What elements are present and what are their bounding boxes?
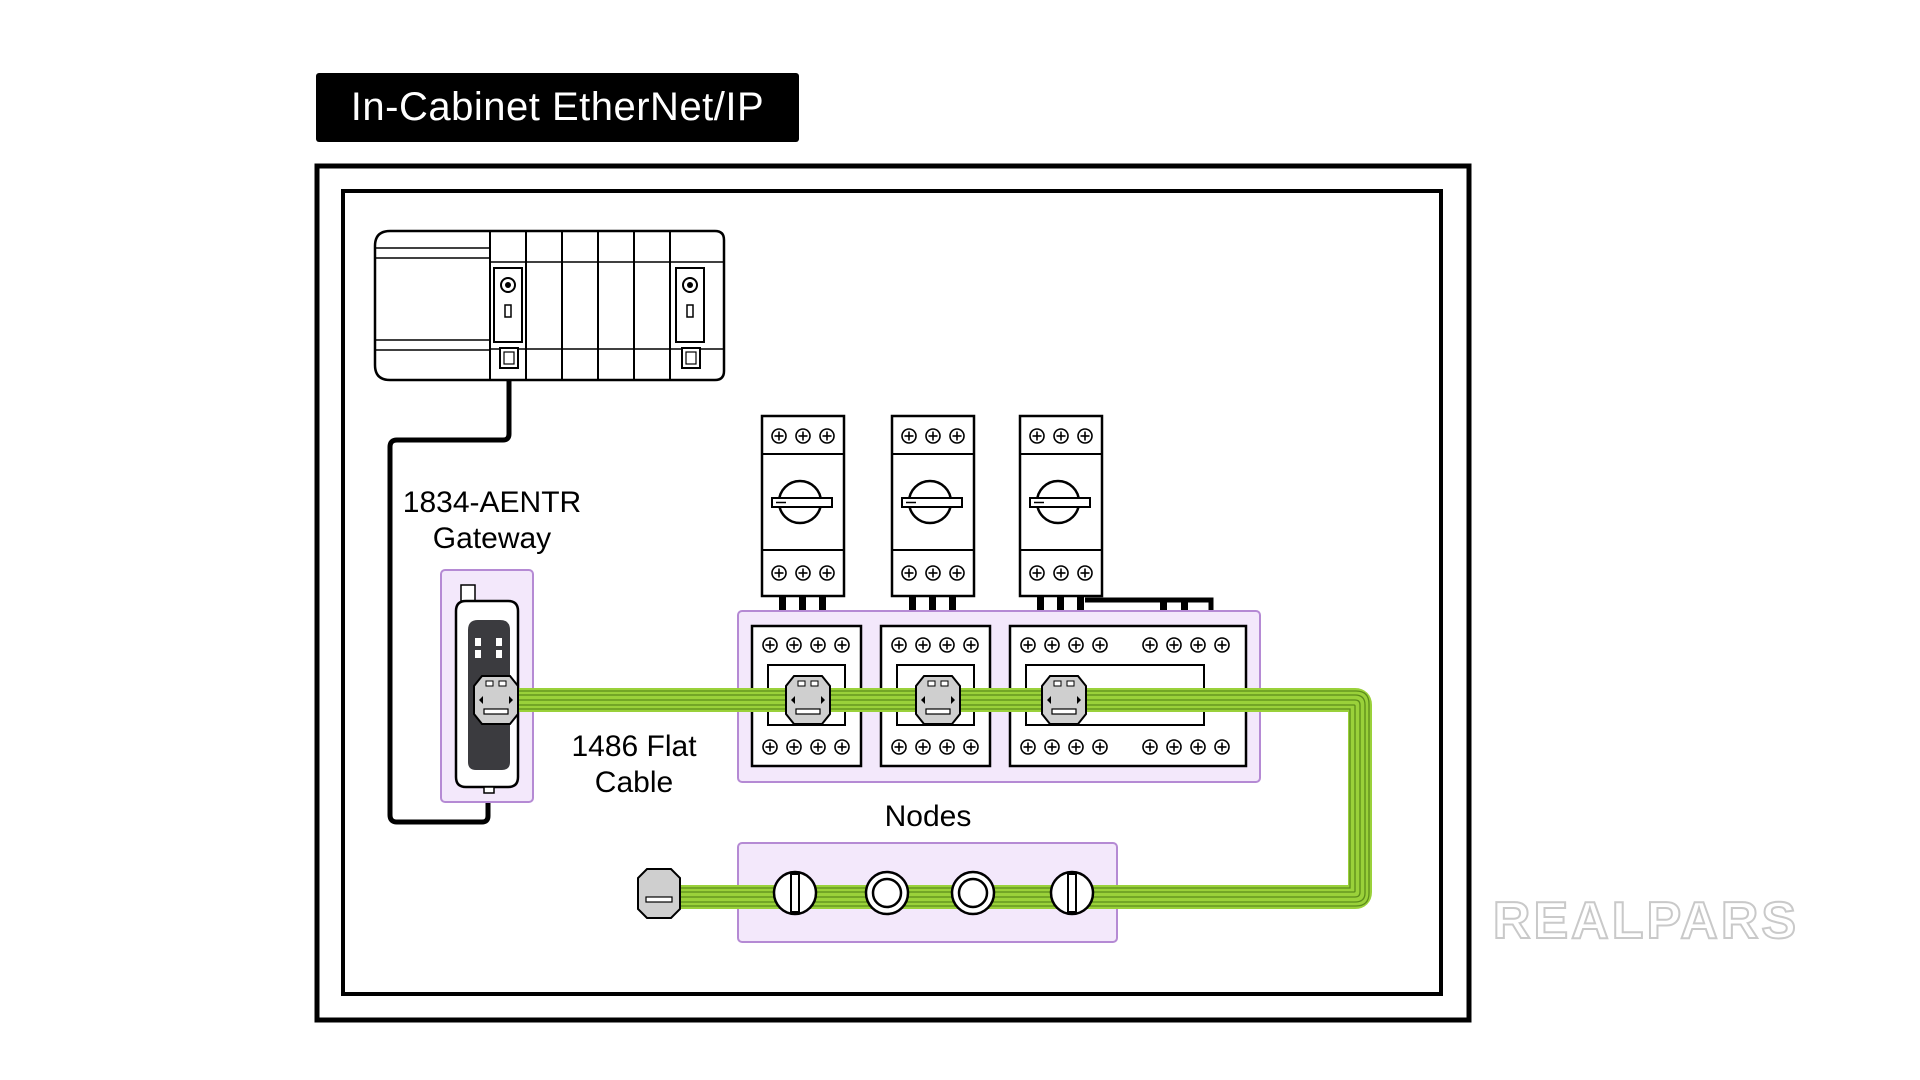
gateway-label-line2: Gateway xyxy=(433,522,551,555)
watermark-logo: REALPARS xyxy=(1493,892,1799,950)
selector-switch-1 xyxy=(772,870,818,916)
ethernet-cable xyxy=(387,380,512,825)
tap-connector-node-2 xyxy=(915,675,961,725)
motor-starter-2 xyxy=(892,416,974,620)
page-title: In-Cabinet EtherNet/IP xyxy=(350,85,765,129)
selector-switch-2 xyxy=(1049,870,1095,916)
cable-label-line2: Cable xyxy=(595,766,673,799)
nodes-label: Nodes xyxy=(885,800,972,833)
cabinet-outer-frame xyxy=(314,163,1472,1023)
tap-connector-node-3 xyxy=(1041,675,1087,725)
title-banner: In-Cabinet EtherNet/IP xyxy=(316,73,799,142)
terminator-icon xyxy=(637,868,681,919)
motor-starter-1 xyxy=(762,416,844,620)
motor-starter-3 xyxy=(1020,416,1102,620)
cable-label-line1: 1486 Flat xyxy=(571,730,697,763)
push-button-2 xyxy=(950,870,996,916)
gateway-label-line1: 1834-AENTR xyxy=(403,486,581,519)
tap-connector-gateway xyxy=(473,675,519,725)
push-button-1 xyxy=(864,870,910,916)
flat-cable xyxy=(510,688,1372,909)
plc-rack-icon xyxy=(373,229,726,382)
tap-connector-node-1 xyxy=(785,675,831,725)
